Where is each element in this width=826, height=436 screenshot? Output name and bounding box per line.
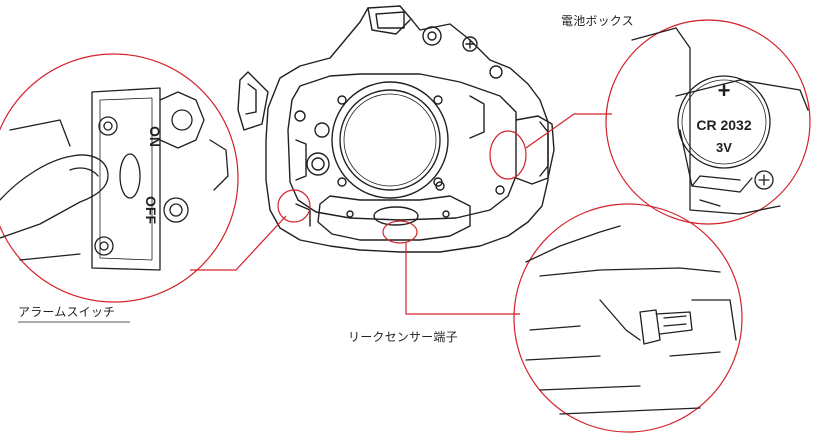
battery-model-text: CR 2032 (696, 117, 751, 133)
camera-housing-illustration (237, 5, 555, 253)
alarm-switch-detail-circle (0, 53, 239, 303)
leak-sensor-detail-circle (513, 203, 743, 433)
callout-targets (277, 130, 527, 244)
battery-plus-sign: + (718, 78, 731, 103)
battery-box-leader-line (525, 113, 612, 149)
switch-on-text: ON (147, 126, 163, 147)
leak-sensor-terminal-label: リークセンサー端子 (348, 330, 458, 344)
alarm-switch-label: アラームスイッチ (18, 305, 116, 319)
alarm-switch-detail: ON OFF (0, 53, 239, 303)
callout-leader-lines (190, 113, 612, 315)
alarm-switch-leader-line (190, 215, 287, 271)
switch-off-text: OFF (143, 196, 159, 224)
leak-terminal-target-circle (382, 220, 418, 244)
battery-box-label: 電池ボックス (561, 14, 634, 28)
leak-sensor-detail (513, 203, 743, 433)
battery-box-detail: + CR 2032 3V (605, 19, 811, 225)
battery-box-target-circle (489, 130, 527, 180)
battery-box-detail-circle (605, 19, 811, 225)
battery-voltage-text: 3V (716, 140, 732, 155)
leak-sensor-leader-line (405, 242, 520, 315)
alarm-switch-target-circle (277, 189, 311, 223)
